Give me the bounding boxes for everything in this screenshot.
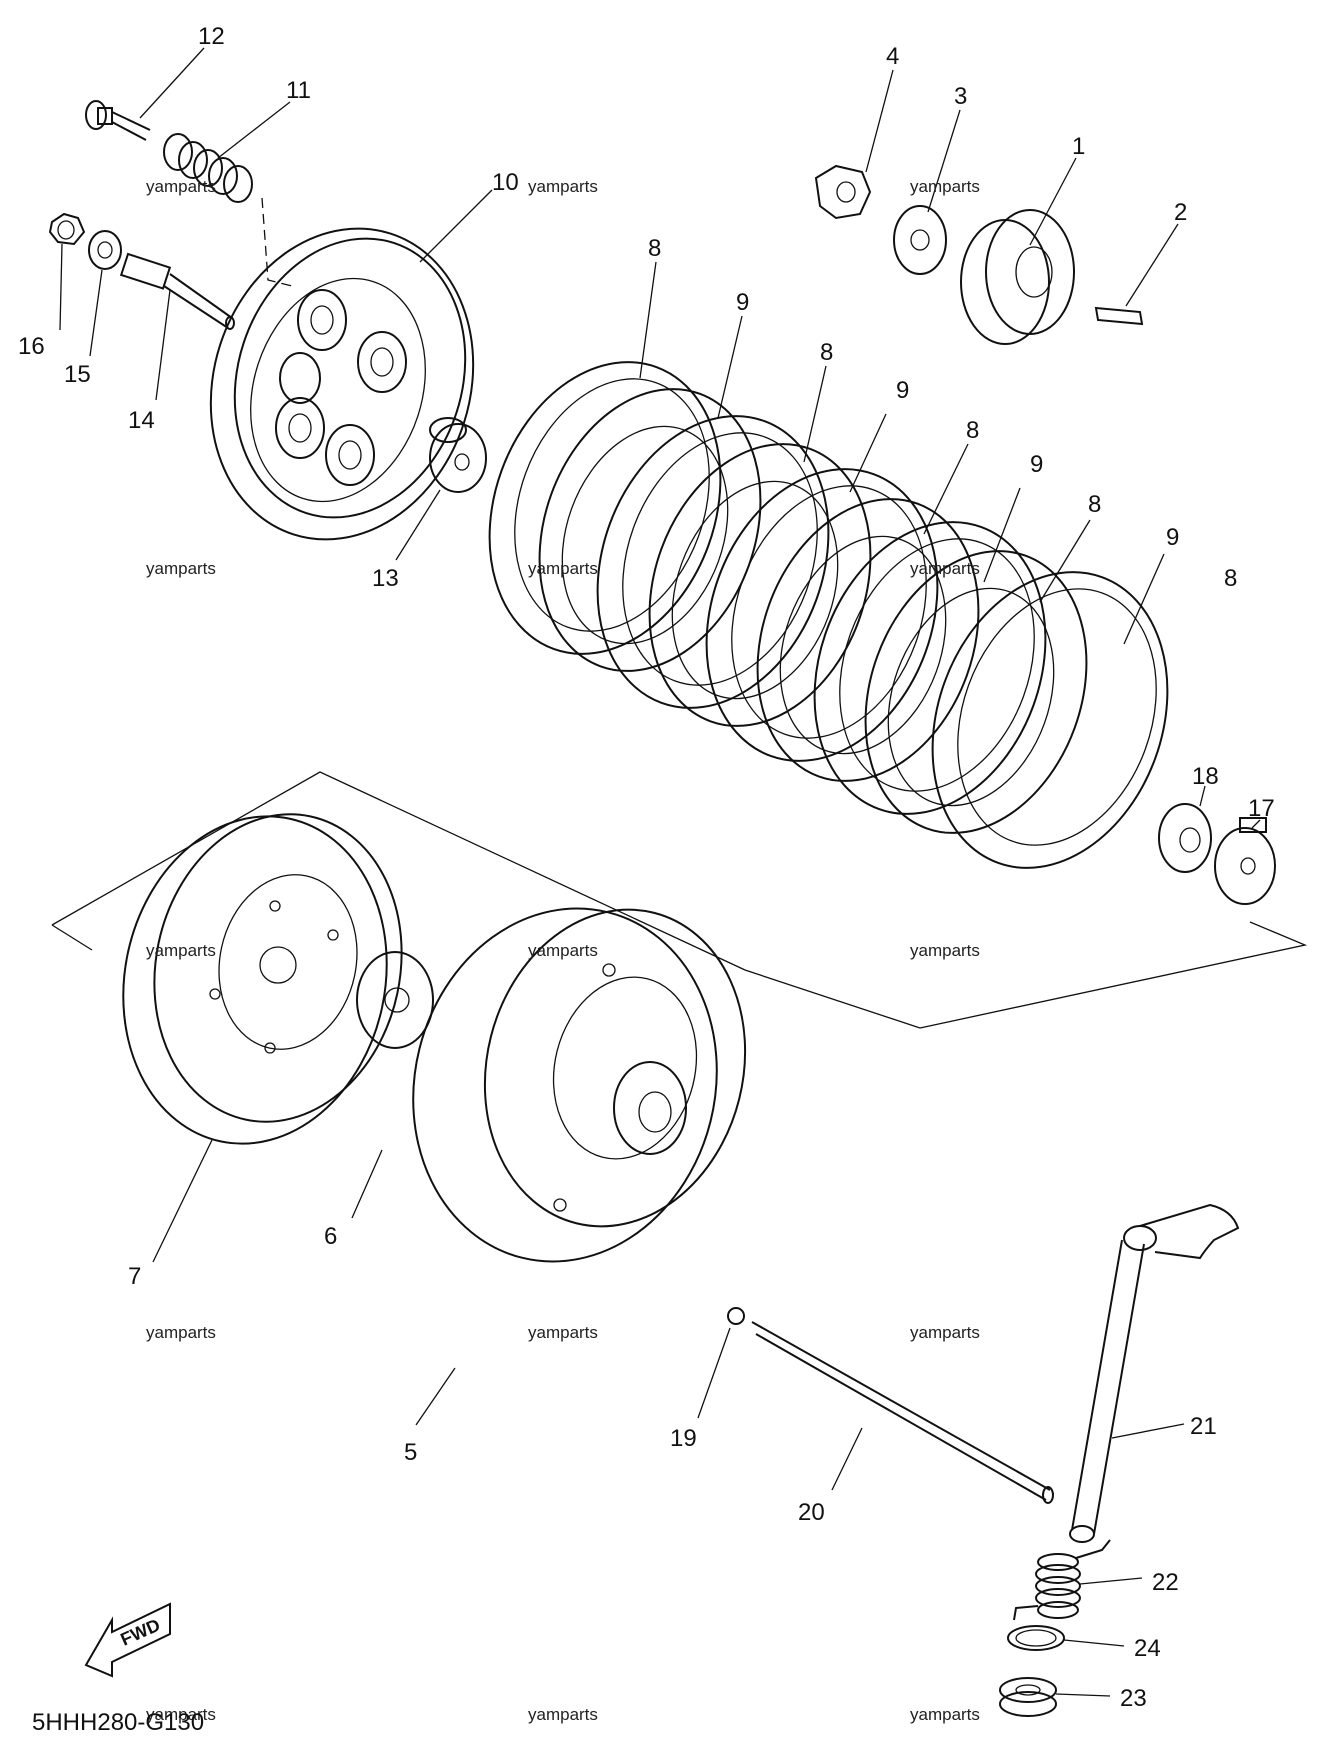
callout-1: 1 (1072, 133, 1085, 160)
callout-4: 4 (886, 43, 899, 70)
watermark: yamparts (528, 941, 598, 960)
assembly-plane-left-edge (51, 924, 93, 951)
callout-17: 17 (1248, 795, 1275, 822)
fwd-arrow-icon: FWD (84, 1602, 171, 1678)
clutch-plate-9b (648, 443, 872, 727)
friction-plate-8a (488, 361, 722, 655)
spring-11 (163, 133, 253, 203)
clutch-plate-9a (538, 388, 762, 672)
callout-5: 5 (404, 1439, 417, 1466)
bolt-12 (85, 100, 151, 141)
callout-13: 13 (372, 565, 399, 592)
watermark: yamparts (910, 559, 980, 578)
watermark: yamparts (528, 1323, 598, 1342)
watermark: yamparts (910, 941, 980, 960)
watermark: yamparts (146, 941, 216, 960)
leader-lines (59, 47, 1261, 1697)
callout-24: 24 (1134, 1635, 1161, 1662)
watermark: yamparts (910, 1323, 980, 1342)
thrust-washer-6 (356, 951, 434, 1049)
assembly-plane-outline (919, 921, 1308, 1029)
callout-22: 22 (1152, 1569, 1179, 1596)
callout-14: 14 (128, 407, 155, 434)
nut-16 (48, 212, 86, 246)
primary-driven-gear-7 (122, 813, 403, 1145)
watermark: yamparts (146, 177, 216, 196)
callout-21: 21 (1190, 1413, 1217, 1440)
friction-plate-8d (813, 521, 1047, 815)
callout-23: 23 (1120, 1685, 1147, 1712)
watermark: yamparts (146, 559, 216, 578)
fwd-label: FWD (117, 1615, 163, 1650)
assembly-plane-outline-top (51, 771, 746, 971)
washer-3 (893, 205, 947, 275)
nut-4 (814, 164, 872, 220)
push-rod-20 (751, 1321, 1054, 1504)
diagram-code: 5HHH280-G130 (32, 1709, 204, 1736)
callout-6: 6 (324, 1223, 337, 1250)
callout-8-2: 8 (820, 339, 833, 366)
callout-3: 3 (954, 83, 967, 110)
callout-9-4: 9 (1166, 524, 1179, 551)
callout-20: 20 (798, 1499, 825, 1526)
callout-8-4: 8 (1088, 491, 1101, 518)
watermark: yamparts (528, 559, 598, 578)
callout-2: 2 (1174, 199, 1187, 226)
callout-10: 10 (492, 169, 519, 196)
callout-9-3: 9 (1030, 451, 1043, 478)
ball-19 (727, 1307, 745, 1325)
bearing-18 (1158, 803, 1212, 873)
key-2 (1094, 306, 1144, 326)
watermark: yamparts (528, 177, 598, 196)
callout-18: 18 (1192, 763, 1219, 790)
watermark: yamparts (528, 1705, 598, 1724)
clutch-housing-5 (412, 907, 747, 1263)
assembly-plane-right-edge (744, 969, 921, 1029)
callout-16: 16 (18, 333, 45, 360)
callout-7: 7 (128, 1263, 141, 1290)
spring-axis-line (261, 197, 293, 287)
callout-9-1: 9 (736, 289, 749, 316)
circlip-24 (1007, 1625, 1065, 1651)
clutch-plate-9c (756, 498, 980, 782)
callout-8-5: 8 (1224, 565, 1237, 592)
callout-8-1: 8 (648, 235, 661, 262)
friction-plate-8b (596, 415, 830, 709)
bushing-13 (429, 417, 487, 493)
watermark: yamparts (146, 1323, 216, 1342)
push-rod-14 (119, 252, 235, 330)
lock-washer-17 (1214, 817, 1276, 905)
friction-plate-8c (705, 468, 939, 762)
torsion-spring-22 (1013, 1539, 1111, 1621)
callout-9-2: 9 (896, 377, 909, 404)
watermark: yamparts (146, 1705, 216, 1724)
push-lever-shaft-21 (1069, 1203, 1240, 1543)
callout-15: 15 (64, 361, 91, 388)
callout-12: 12 (198, 23, 225, 50)
oil-seal-23 (999, 1677, 1057, 1717)
pressure-plate-10 (209, 227, 475, 541)
watermark: yamparts (910, 1705, 980, 1724)
friction-plate-8e (931, 571, 1169, 869)
callout-19: 19 (670, 1425, 697, 1452)
washer-15 (88, 230, 122, 270)
watermark: yamparts (910, 177, 980, 196)
clutch-plate-9d (864, 550, 1088, 834)
callout-8-3: 8 (966, 417, 979, 444)
callout-11: 11 (286, 77, 311, 104)
primary-drive-gear-1 (960, 209, 1075, 345)
